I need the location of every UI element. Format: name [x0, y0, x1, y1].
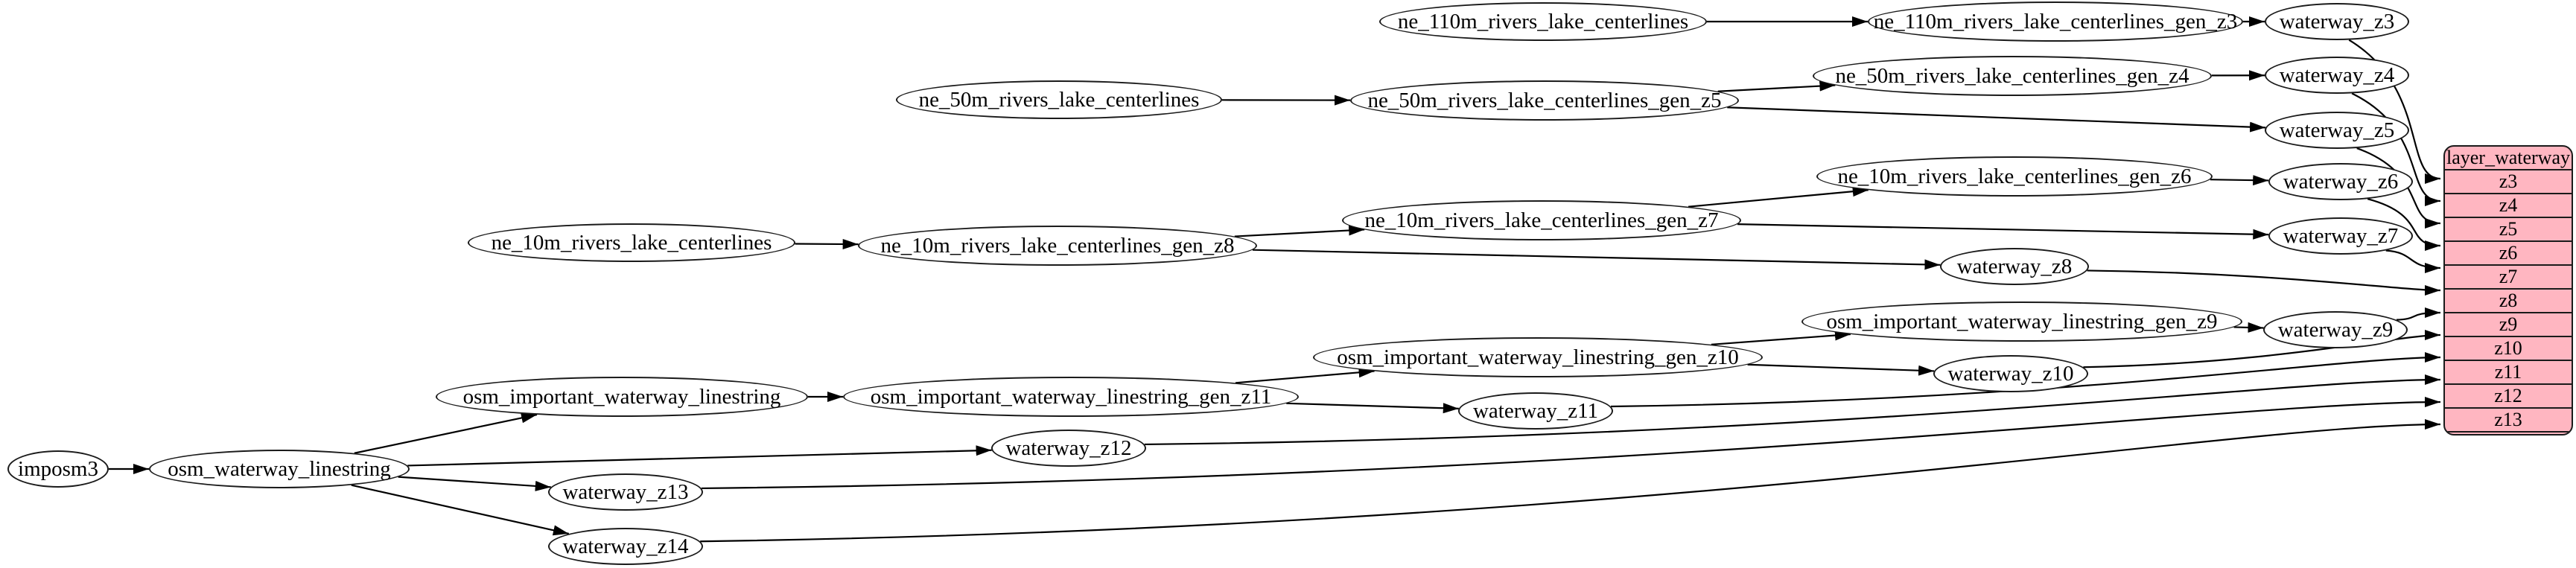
node-waterway_z14: waterway_z14	[548, 528, 703, 565]
node-waterway_z10: waterway_z10	[1933, 355, 2088, 392]
edge-waterway_z4-to-row-z4	[2351, 92, 2441, 206]
node-ne_10m_rivers_lake_centerlines: ne_10m_rivers_lake_centerlines	[468, 223, 795, 262]
node-label: waterway_z13	[562, 479, 689, 504]
node-osm_important_waterway_linestring_gen_z9: osm_important_waterway_linestring_gen_z9	[1801, 301, 2242, 342]
edge-ne_10m_rivers_lake_centerlines_gen_z6-to-waterway_z6	[2210, 175, 2269, 186]
record-row-z6: z6	[2445, 240, 2572, 264]
record-row-z11: z11	[2445, 360, 2572, 383]
node-label: waterway_z14	[562, 534, 689, 558]
node-label: ne_50m_rivers_lake_centerlines_gen_z5	[1367, 88, 1722, 112]
edge-ne_10m_rivers_lake_centerlines-to-ne_10m_rivers_lake_centerlines_gen_z8	[795, 238, 859, 249]
edge-ne_10m_rivers_lake_centerlines_gen_z8-to-ne_10m_rivers_lake_centerlines_gen_z7	[1234, 225, 1365, 237]
edge-osm_waterway_linestring-to-osm_important_waterway_linestring	[354, 412, 538, 454]
node-label: waterway_z3	[2279, 9, 2395, 33]
node-osm_important_waterway_linestring_gen_z10: osm_important_waterway_linestring_gen_z1…	[1313, 337, 1763, 377]
record-row-z5: z5	[2445, 217, 2572, 240]
node-label: ne_10m_rivers_lake_centerlines_gen_z7	[1364, 208, 1719, 232]
node-ne_110m_rivers_lake_centerlines_gen_z3: ne_110m_rivers_lake_centerlines_gen_z3	[1868, 1, 2243, 42]
edge-ne_50m_rivers_lake_centerlines_gen_z5-to-ne_50m_rivers_lake_centerlines_gen_z4	[1717, 80, 1836, 92]
edge-ne_50m_rivers_lake_centerlines_gen_z5-to-waterway_z5	[1727, 106, 2266, 133]
record-row-z10: z10	[2445, 336, 2572, 360]
edge-waterway_z10-to-row-z10	[2083, 330, 2441, 368]
edge-osm_important_waterway_linestring_gen_z11-to-osm_important_waterway_linestring_gen_z10	[1235, 367, 1375, 384]
node-label: ne_10m_rivers_lake_centerlines	[491, 230, 772, 255]
edge-ne_10m_rivers_lake_centerlines_gen_z7-to-ne_10m_rivers_lake_centerlines_gen_z6	[1688, 186, 1869, 208]
edge-waterway_z11-to-row-z11	[1610, 352, 2441, 408]
node-label: waterway_z10	[1947, 361, 2074, 386]
node-osm_important_waterway_linestring: osm_important_waterway_linestring	[436, 377, 808, 417]
edge-osm_waterway_linestring-to-waterway_z13	[398, 476, 551, 491]
node-label: osm_important_waterway_linestring_gen_z9	[1826, 309, 2218, 334]
node-waterway_z7: waterway_z7	[2268, 217, 2413, 255]
edge-waterway_z8-to-row-z8	[2087, 269, 2441, 296]
record-row-z3: z3	[2445, 169, 2572, 193]
node-waterway_z9: waterway_z9	[2263, 311, 2408, 348]
node-waterway_z4: waterway_z4	[2265, 57, 2409, 94]
node-label: osm_important_waterway_linestring_gen_z1…	[870, 384, 1272, 409]
record-header: layer_waterway	[2446, 147, 2571, 168]
node-label: ne_110m_rivers_lake_centerlines	[1397, 9, 1689, 33]
node-ne_110m_rivers_lake_centerlines: ne_110m_rivers_lake_centerlines	[1379, 2, 1707, 41]
node-label: ne_50m_rivers_lake_centerlines	[918, 87, 1200, 112]
node-label: imposm3	[18, 456, 98, 481]
node-waterway_z6: waterway_z6	[2268, 163, 2413, 200]
edge-waterway_z13-to-row-z13	[701, 397, 2441, 490]
edge-waterway_z12-to-row-z12	[1144, 374, 2441, 446]
node-label: waterway_z8	[1956, 254, 2073, 278]
node-osm_important_waterway_linestring_gen_z11: osm_important_waterway_linestring_gen_z1…	[843, 377, 1299, 417]
node-waterway_z8: waterway_z8	[1940, 248, 2089, 285]
edge-osm_important_waterway_linestring_gen_z11-to-waterway_z11	[1286, 402, 1459, 414]
edge-waterway_z6-to-row-z6	[2367, 198, 2441, 251]
edge-osm_important_waterway_linestring_gen_z9-to-waterway_z9	[2233, 322, 2264, 333]
node-imposm3: imposm3	[7, 450, 109, 488]
record-row-z13: z13	[2445, 407, 2572, 431]
edge-ne_10m_rivers_lake_centerlines_gen_z8-to-waterway_z8	[1252, 249, 1941, 270]
edge-osm_important_waterway_linestring_gen_z10-to-waterway_z10	[1747, 363, 1935, 376]
edge-osm_waterway_linestring-to-waterway_z12	[407, 445, 992, 467]
node-waterway_z5: waterway_z5	[2265, 112, 2409, 149]
edge-osm_waterway_linestring-to-waterway_z14	[351, 484, 570, 536]
node-osm_waterway_linestring: osm_waterway_linestring	[149, 450, 410, 488]
record-row-z4: z4	[2445, 193, 2572, 217]
node-label: osm_important_waterway_linestring_gen_z1…	[1337, 345, 1739, 369]
edge-waterway_z7-to-row-z7	[2385, 249, 2441, 273]
node-label: ne_10m_rivers_lake_centerlines_gen_z6	[1837, 164, 2192, 188]
record-row-z12: z12	[2445, 383, 2572, 407]
edge-ne_10m_rivers_lake_centerlines_gen_z7-to-waterway_z7	[1737, 223, 2269, 240]
node-waterway_z12: waterway_z12	[991, 430, 1146, 467]
node-waterway_z3: waterway_z3	[2265, 3, 2409, 40]
edge-waterway_z9-to-row-z9	[2396, 307, 2441, 321]
node-label: ne_10m_rivers_lake_centerlines_gen_z8	[880, 233, 1235, 258]
node-label: waterway_z9	[2277, 317, 2394, 342]
record-row-z9: z9	[2445, 312, 2572, 336]
node-ne_50m_rivers_lake_centerlines_gen_z4: ne_50m_rivers_lake_centerlines_gen_z4	[1813, 56, 2212, 96]
record-row-z8: z8	[2445, 288, 2572, 312]
node-label: ne_110m_rivers_lake_centerlines_gen_z3	[1873, 9, 2238, 33]
node-label: waterway_z7	[2283, 223, 2399, 248]
node-ne_50m_rivers_lake_centerlines_gen_z5: ne_50m_rivers_lake_centerlines_gen_z5	[1350, 80, 1739, 121]
node-label: ne_50m_rivers_lake_centerlines_gen_z4	[1835, 63, 2189, 88]
edge-osm_important_waterway_linestring_gen_z10-to-osm_important_waterway_linestring_gen_z9	[1711, 330, 1851, 345]
node-label: osm_waterway_linestring	[168, 456, 391, 481]
node-waterway_z11: waterway_z11	[1458, 392, 1613, 430]
node-label: osm_important_waterway_linestring	[462, 384, 781, 409]
node-ne_10m_rivers_lake_centerlines_gen_z6: ne_10m_rivers_lake_centerlines_gen_z6	[1816, 156, 2213, 197]
node-label: waterway_z6	[2283, 169, 2399, 194]
node-label: waterway_z4	[2279, 63, 2395, 87]
record-row-z14-plus: z14+	[2445, 431, 2572, 434]
node-label: waterway_z11	[1472, 398, 1598, 423]
node-waterway_z13: waterway_z13	[548, 473, 703, 511]
node-ne_50m_rivers_lake_centerlines: ne_50m_rivers_lake_centerlines	[896, 80, 1222, 119]
edge-waterway_z5-to-row-z5	[2356, 147, 2441, 229]
node-ne_10m_rivers_lake_centerlines_gen_z8: ne_10m_rivers_lake_centerlines_gen_z8	[858, 226, 1257, 266]
edge-waterway_z14-to-row-z14+	[700, 419, 2441, 543]
record-row-z7: z7	[2445, 264, 2572, 288]
node-label: waterway_z5	[2279, 118, 2395, 142]
node-label: waterway_z12	[1005, 435, 1132, 460]
node-ne_10m_rivers_lake_centerlines_gen_z7: ne_10m_rivers_lake_centerlines_gen_z7	[1342, 200, 1741, 240]
